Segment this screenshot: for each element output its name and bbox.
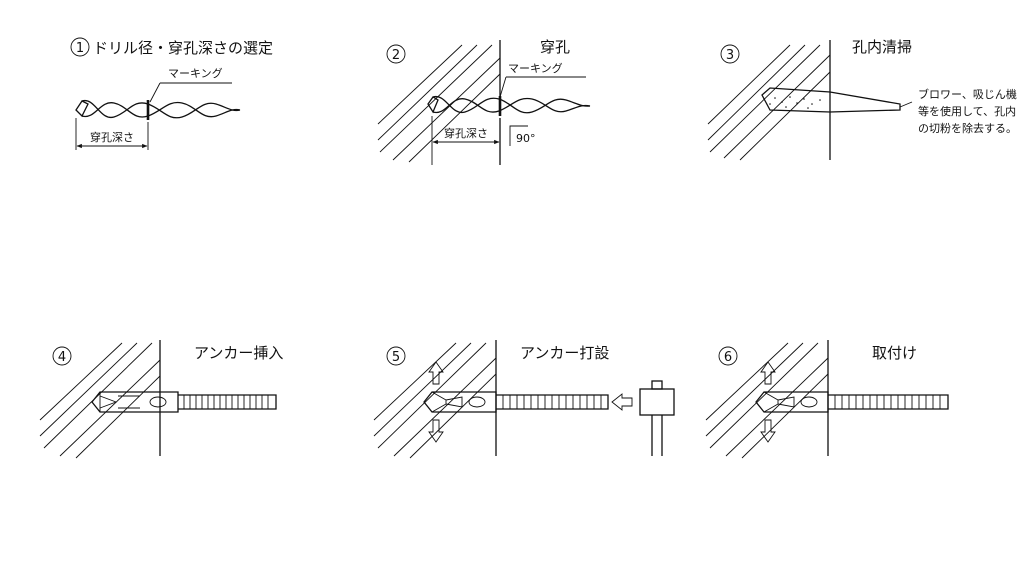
step-3: 3 孔内清掃 ブロワー、吸じん機 等を使用して、孔内 の切粉を除去する。: [707, 38, 1017, 161]
step-5-wall-hatching: [373, 342, 497, 459]
step-6-threaded-rod: [828, 394, 949, 410]
step-3-blower-nozzle: [761, 87, 901, 113]
step-5-expand-up-arrow-icon: [428, 361, 444, 385]
step-1: 1 ドリル径・穿孔深さの選定 マーキング 穿孔深さ: [70, 37, 273, 150]
step-5-drive-arrow-icon: [611, 393, 633, 411]
step-5-number: 5: [392, 350, 400, 365]
step-2-depth-label: 穿孔深さ: [444, 126, 488, 140]
step-5-anchor-hole-icon: [468, 396, 486, 408]
step-2-title: 穿孔: [540, 38, 570, 56]
step-1-title: ドリル径・穿孔深さの選定: [93, 39, 273, 57]
step-3-note-line-2: 等を使用して、孔内: [918, 104, 1016, 118]
step-6-expand-up-arrow-icon: [760, 361, 776, 385]
step-6-number: 6: [724, 350, 732, 365]
step-2-right-angle-mark: [509, 125, 528, 146]
step-3-number-circle: [720, 44, 740, 64]
step-5-expand-down-arrow-icon: [428, 419, 444, 443]
step-6-expand-down-arrow-icon: [760, 419, 776, 443]
step-4: 4 アンカー挿入: [39, 340, 283, 459]
step-4-anchor: [91, 391, 277, 413]
step-1-depth-label: 穿孔深さ: [90, 130, 134, 144]
step-1-marking-label: マーキング: [168, 66, 223, 80]
step-1-marking-leader: [149, 82, 161, 103]
step-3-note-line-1: ブロワー、吸じん機: [918, 87, 1017, 101]
step-4-number: 4: [58, 350, 66, 365]
step-4-anchor-hole-icon: [149, 396, 167, 408]
step-4-title: アンカー挿入: [194, 344, 283, 362]
step-5-number-circle: [386, 346, 406, 366]
step-2-number-circle: [386, 44, 406, 64]
step-3-number: 3: [726, 48, 734, 63]
step-3-note-line-3: の切粉を除去する。: [918, 121, 1017, 135]
step-5-title: アンカー打設: [520, 344, 609, 362]
step-2-angle-label: 90°: [516, 132, 536, 145]
step-3-title: 孔内清掃: [852, 38, 912, 56]
step-6: 6 取付け: [705, 340, 949, 459]
step-6-number-circle: [718, 346, 738, 366]
step-1-drill-bit: [75, 100, 241, 120]
step-3-wall-hatching: [707, 44, 831, 161]
step-2-marking-label: マーキング: [508, 61, 563, 75]
step-4-threaded-rod: [178, 394, 277, 410]
step-1-number-circle: [70, 37, 90, 57]
step-6-wall-hatching: [705, 342, 829, 459]
step-1-number: 1: [76, 41, 84, 56]
step-2-marking-leader: [499, 76, 507, 98]
step-5: 5 アンカー打設: [373, 340, 675, 459]
step-6-anchor: [755, 391, 949, 413]
step-6-anchor-hole-icon: [800, 396, 818, 408]
step-4-number-circle: [52, 346, 72, 366]
step-6-title: 取付け: [872, 344, 917, 362]
step-2-number: 2: [392, 48, 400, 63]
step-5-hammer-icon: [639, 380, 675, 456]
step-5-anchor: [423, 391, 609, 413]
step-2-drill-bit: [427, 96, 591, 116]
step-2: 2 穿孔 マーキング 穿孔深さ 90°: [377, 38, 591, 165]
